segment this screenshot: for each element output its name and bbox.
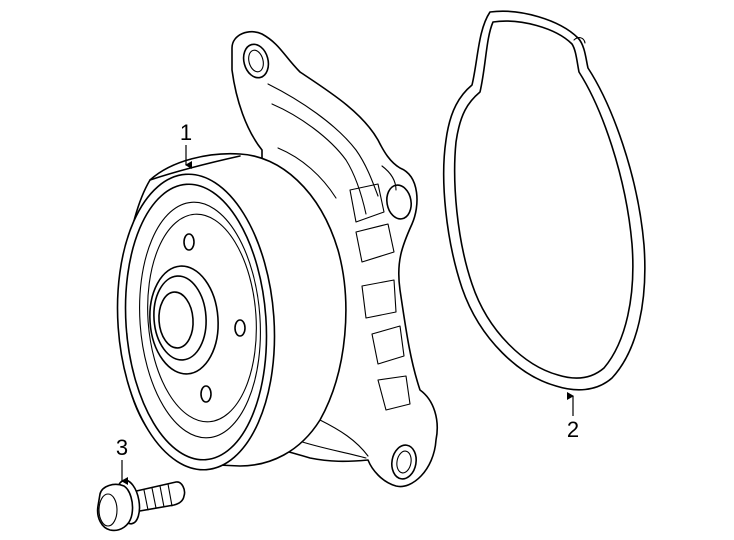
callout-3: 3 xyxy=(116,435,128,485)
bolt[interactable] xyxy=(96,478,186,532)
callout-number-3: 3 xyxy=(116,435,128,460)
callout-number-1: 1 xyxy=(180,120,192,145)
water-pump[interactable] xyxy=(108,30,438,488)
gasket[interactable] xyxy=(442,10,646,391)
callout-number-2: 2 xyxy=(567,417,579,442)
callout-1: 1 xyxy=(180,120,192,169)
callout-2: 2 xyxy=(567,392,579,442)
